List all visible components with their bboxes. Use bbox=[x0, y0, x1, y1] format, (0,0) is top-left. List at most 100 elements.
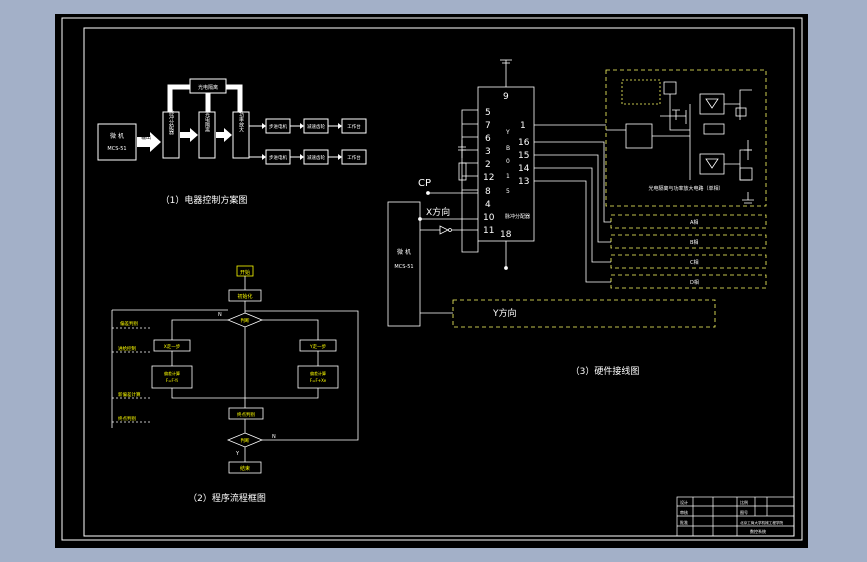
computer-block bbox=[97, 123, 137, 161]
arrow-label: 输出 bbox=[141, 134, 151, 141]
side-label-1: 偏差判别 bbox=[120, 320, 138, 327]
resistor bbox=[458, 162, 467, 181]
phase-label-d: D相 bbox=[690, 279, 699, 286]
flow-decision-bottom-label: 判断 bbox=[241, 437, 250, 444]
distributor-block bbox=[162, 111, 180, 159]
chain-bottom bbox=[249, 149, 367, 165]
opto-caption: 光电隔离与功率放大电路（单相） bbox=[648, 185, 723, 192]
flow-caption: （2）程序流程框图 bbox=[188, 492, 266, 504]
phase-wires bbox=[534, 141, 611, 283]
side-label-4: 终点判别 bbox=[118, 415, 136, 422]
mcu-block bbox=[387, 201, 421, 327]
side-label-3: 新偏差计算 bbox=[118, 391, 141, 398]
flow-end bbox=[228, 461, 262, 474]
chain-bottom-1: 步进电机 bbox=[269, 154, 287, 161]
phase-box-c bbox=[610, 254, 767, 269]
flow-left-sub-1: 偏差计算 bbox=[164, 370, 180, 376]
flow-merge bbox=[171, 388, 319, 399]
wiring: 9 5 7 6 3 2 12 8 4 10 11 18 1 16 15 14 1… bbox=[387, 59, 767, 377]
flow-left-sub-2: F=F-Yi bbox=[166, 378, 178, 383]
chip-inner-2: 0 bbox=[506, 158, 510, 165]
pin-left-6: 12 bbox=[483, 173, 494, 183]
phase-label-a: A相 bbox=[690, 219, 698, 226]
title-block: 设计 比例 审核 图号 批准 北京工商大学机械工程学院 数控系统 bbox=[676, 496, 795, 537]
amplifier-block bbox=[232, 111, 250, 159]
computer-line1: 微 机 bbox=[110, 132, 124, 140]
side-label-2: 进给控制 bbox=[118, 345, 136, 352]
pin-left-3: 6 bbox=[485, 134, 491, 144]
tb-r1-c3: 图号 bbox=[740, 509, 748, 515]
flow-right-sub-2: F=F+Xe bbox=[310, 378, 327, 383]
top-bus-right bbox=[226, 84, 243, 112]
pin-left-4: 3 bbox=[485, 147, 491, 157]
flow-init-label: 初始化 bbox=[237, 293, 252, 300]
flow-end-label: 结束 bbox=[240, 465, 250, 472]
pin-right-0: 1 bbox=[520, 121, 526, 131]
flow-start-label: 开始 bbox=[240, 269, 250, 276]
computer-arrow bbox=[137, 132, 161, 152]
pin-bottom: 18 bbox=[500, 230, 512, 240]
tb-r0-c3: 比例 bbox=[740, 499, 748, 505]
distributor-label: 脉冲分配器 bbox=[168, 109, 174, 136]
tb-r2-c4: 北京工商大学机械工程学院 bbox=[740, 520, 784, 525]
control-scheme: 微 机 MCS-51 输出 光电隔离 脉冲分配器 光电隔离 功率放大 bbox=[97, 78, 367, 206]
chip-inner-1: B bbox=[506, 145, 510, 152]
chain-top bbox=[249, 118, 367, 134]
flow-n-top: N bbox=[218, 312, 222, 318]
y-dir-box bbox=[452, 299, 716, 328]
pin-left-9: 10 bbox=[483, 213, 495, 223]
chain-bottom-2: 减速齿轮 bbox=[307, 154, 325, 161]
pin-left-0: 9 bbox=[503, 92, 509, 102]
flow-left-action-label: X走一步 bbox=[164, 344, 181, 350]
chip-label: 脉冲分配器 bbox=[505, 213, 530, 220]
flow-y-bottom: Y bbox=[235, 451, 240, 457]
tb-r1-c0: 审核 bbox=[680, 509, 688, 515]
phase-label-c: C相 bbox=[690, 259, 699, 266]
chain-top-3: 工作台 bbox=[347, 123, 361, 130]
pin-right-3: 14 bbox=[518, 164, 530, 174]
phase-box-d bbox=[610, 274, 767, 289]
amplifier-label: 功率放大 bbox=[238, 111, 244, 133]
chain-top-2: 减速齿轮 bbox=[307, 123, 325, 130]
drawing-background bbox=[55, 14, 808, 548]
flow-end-calc-label: 终点判别 bbox=[237, 411, 255, 418]
chip-bottom-left bbox=[461, 190, 479, 253]
flow-end-calc bbox=[228, 407, 264, 420]
cp-label: CP bbox=[418, 178, 431, 189]
arrow-1 bbox=[180, 128, 198, 142]
flow-branch-left bbox=[171, 319, 228, 340]
pin-right-2: 15 bbox=[518, 151, 529, 161]
flow-side-bracket bbox=[111, 309, 228, 428]
pin-left-7: 8 bbox=[485, 187, 491, 197]
pin-left-8: 4 bbox=[485, 200, 491, 210]
flow-decision-top-label: 判断 bbox=[241, 317, 250, 324]
tb-r3-c4: 数控系统 bbox=[750, 528, 766, 534]
flow-loop bbox=[245, 310, 359, 441]
pin-right-4: 13 bbox=[518, 177, 529, 187]
chip-inner-4: 5 bbox=[506, 188, 510, 195]
chain-top-1: 步进电机 bbox=[269, 123, 287, 130]
flow-n-bottom: N bbox=[272, 434, 276, 440]
pin-right-1: 16 bbox=[518, 138, 530, 148]
top-isolation-label: 光电隔离 bbox=[198, 84, 218, 91]
phase-label-b: B相 bbox=[690, 239, 698, 246]
isolation-block bbox=[198, 111, 216, 159]
phase-box-b bbox=[610, 234, 767, 249]
opto-circuit bbox=[606, 79, 754, 204]
arrow-2 bbox=[216, 128, 232, 142]
flow-branch-right bbox=[262, 319, 319, 340]
mcu-line1: 微 机 bbox=[397, 248, 411, 256]
pin-left-5: 2 bbox=[485, 160, 491, 170]
pin-left-10: 11 bbox=[483, 226, 494, 236]
tb-r0-c0: 设计 bbox=[680, 499, 688, 505]
computer-line2: MCS-51 bbox=[107, 146, 126, 152]
isolation-label: 光电隔离 bbox=[204, 111, 210, 133]
cap-wire bbox=[458, 140, 466, 158]
outer-frame bbox=[61, 17, 803, 541]
top-bus-left bbox=[167, 84, 190, 112]
wiring-caption: （3）硬件接线图 bbox=[571, 365, 640, 377]
inner-frame bbox=[83, 27, 795, 537]
y-dir-label: Y方向 bbox=[492, 307, 517, 319]
flowchart: 开始 初始化 判断 N X走一步 Y走一步 偏差计算 F=F-Yi 偏差计算 F… bbox=[111, 265, 359, 504]
